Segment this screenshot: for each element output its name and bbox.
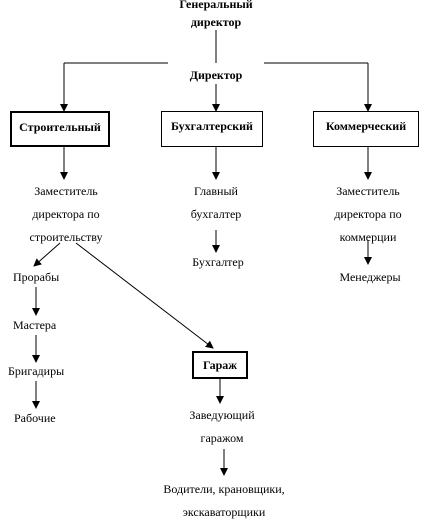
node-deputy-commerce-line2: директора по [334, 207, 402, 221]
node-deputy-construction-line2: директора по [32, 207, 100, 221]
box-accounting-dept-line1: Бухгалтерский [171, 119, 253, 133]
box-construction-dept-line2: отдел [12, 137, 108, 145]
node-drivers-line1: Водители, крановщики, [163, 482, 285, 496]
box-construction-dept-line1: Строительный [19, 120, 101, 134]
box-accounting-dept-line2: отдел [162, 136, 262, 146]
node-garage-head-line2: гаражом [200, 431, 244, 445]
node-deputy-commerce-line1: Заместитель [336, 184, 400, 198]
node-accountant: Бухгалтер [192, 255, 244, 269]
node-director: Директор [189, 68, 243, 82]
box-accounting-dept: Бухгалтерский отдел [161, 111, 263, 147]
node-chief-accountant: Главный бухгалтер [191, 180, 242, 226]
node-general-director: Генеральный директор [179, 0, 252, 34]
arrow-to-foremen [33, 242, 61, 267]
node-drivers-line2: экскаваторщики [182, 505, 266, 519]
box-construction-dept: Строительный отдел [10, 111, 110, 147]
node-brigadiers: Бригадиры [8, 364, 65, 378]
node-deputy-construction-line3: строительству [29, 230, 103, 244]
node-garage-head: Заведующий гаражом [189, 404, 254, 450]
node-foremen: Прорабы [13, 270, 60, 284]
node-workers: Рабочие [14, 411, 56, 425]
node-deputy-construction: Заместитель директора по строительству [30, 180, 103, 249]
node-chief-accountant-line2: бухгалтер [190, 207, 242, 221]
node-chief-accountant-line1: Главный [194, 184, 238, 198]
node-masters: Мастера [13, 318, 57, 332]
node-deputy-commerce: Заместитель директора по коммерции [334, 180, 401, 249]
box-commercial-dept: Коммерческий отдел [313, 111, 419, 147]
node-general-director-line2: директор [190, 15, 242, 29]
node-general-director-line1: Генеральный [179, 0, 253, 11]
node-garage-head-line1: Заведующий [189, 408, 255, 422]
node-drivers: Водители, крановщики, экскаваторщики [163, 478, 284, 524]
node-deputy-commerce-line3: коммерции [339, 230, 397, 244]
box-commercial-dept-line2: отдел [314, 136, 418, 146]
box-garage: Гараж [192, 351, 248, 379]
box-commercial-dept-line1: Коммерческий [325, 119, 407, 133]
node-managers: Менеджеры [339, 270, 401, 284]
arrow-to-garage [75, 242, 214, 349]
node-deputy-construction-line1: Заместитель [34, 184, 98, 198]
